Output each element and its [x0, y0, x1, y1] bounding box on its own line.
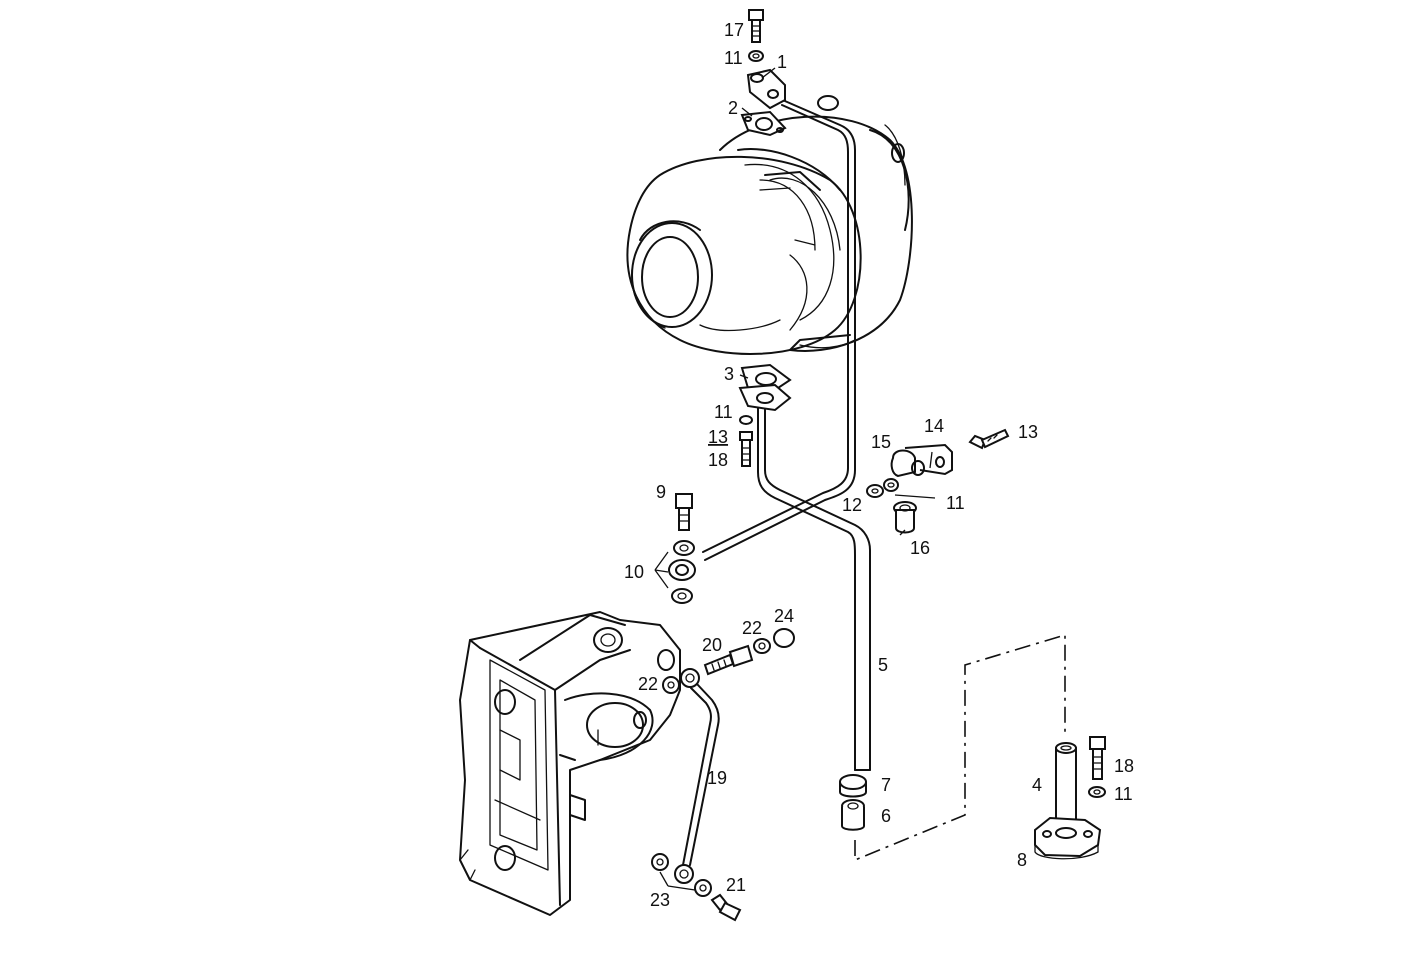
part-9-bolt — [675, 493, 693, 531]
dash-dot-connection-line — [854, 633, 1066, 862]
label-14: 14 — [924, 416, 944, 436]
label-20: 20 — [702, 635, 722, 655]
part-19-pipe — [674, 668, 720, 884]
part-1-banjo-fitting — [746, 68, 786, 110]
part-7-clamp — [839, 774, 867, 798]
label-8: 8 — [1017, 850, 1027, 870]
label-15: 15 — [871, 432, 891, 452]
label-18-right: 18 — [1114, 756, 1134, 776]
part-13-18-bolt-left — [739, 431, 753, 467]
part-10-banjo-washers — [668, 540, 696, 604]
label-23: 23 — [650, 890, 670, 910]
part-6-sleeve — [841, 799, 865, 831]
label-24: 24 — [774, 606, 794, 626]
part-11-washer-top — [748, 50, 764, 62]
part-17-bolt — [748, 9, 764, 43]
part-14-bracket — [904, 443, 953, 476]
label-2: 2 — [728, 98, 738, 118]
part-11-washer-bottom — [1088, 786, 1106, 798]
part-3-gasket — [738, 363, 792, 412]
label-9: 9 — [656, 482, 666, 502]
label-21: 21 — [726, 875, 746, 895]
part-24-cap — [773, 628, 795, 648]
label-6: 6 — [881, 806, 891, 826]
part-22-washer-left — [662, 676, 680, 694]
part-8-flange — [1034, 816, 1102, 860]
part-16-grommet — [893, 501, 917, 534]
engine-housing-casting — [459, 611, 681, 916]
part-13-bolt-right — [968, 428, 1010, 450]
label-17: 17 — [724, 20, 744, 40]
label-10: 10 — [624, 562, 644, 582]
part-labels: 17 11 1 2 3 11 13 18 9 10 14 15 13 12 11… — [624, 20, 1134, 910]
label-12: 12 — [842, 495, 862, 515]
part-12-washer — [866, 484, 884, 498]
label-18-left: 18 — [708, 450, 728, 470]
label-7: 7 — [881, 775, 891, 795]
label-22-top: 22 — [742, 618, 762, 638]
label-3: 3 — [724, 364, 734, 384]
label-19: 19 — [707, 768, 727, 788]
label-13-right: 13 — [1018, 422, 1038, 442]
label-22-left: 22 — [638, 674, 658, 694]
part-20-union — [703, 644, 754, 676]
oil-feed-pipe — [702, 97, 856, 561]
part-11-washer-right — [883, 478, 899, 492]
leader-lines — [654, 67, 936, 891]
part-11-washer-mid — [739, 415, 753, 425]
part-21-bolt — [710, 893, 742, 922]
part-4-pipe — [1055, 742, 1077, 826]
part-23-washers — [651, 853, 712, 897]
label-1: 1 — [777, 52, 787, 72]
part-22-washer-top — [753, 638, 771, 654]
label-16: 16 — [910, 538, 930, 558]
label-13-left: 13 — [708, 427, 728, 447]
label-11-mid: 11 — [714, 402, 733, 422]
label-4: 4 — [1032, 775, 1042, 795]
oil-return-pipe — [757, 404, 871, 771]
part-18-bolt-right — [1089, 736, 1106, 780]
label-11-top: 11 — [724, 48, 743, 68]
part-15-clip — [890, 449, 925, 478]
part-2-gasket — [740, 110, 787, 137]
label-11-bottom: 11 — [1114, 784, 1133, 804]
label-11-right: 11 — [946, 493, 965, 513]
label-5: 5 — [878, 655, 888, 675]
turbocharger-assembly — [626, 95, 913, 355]
